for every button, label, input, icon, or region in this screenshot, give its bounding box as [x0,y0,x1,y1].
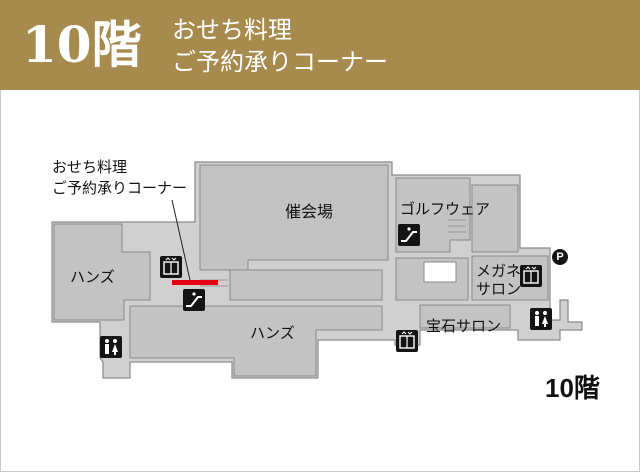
parking-icon: P [552,249,568,265]
osechi-corner-marker [172,280,218,285]
label-hands-left: ハンズ [70,268,115,286]
label-golf-wear: ゴルフウェア [400,200,491,218]
label-megane-line2: サロン [476,280,522,298]
label-houseki-salon: 宝石サロン [426,317,502,335]
label-event-hall: 催会場 [285,202,334,221]
atrium-void [423,261,457,283]
restroom-icon [530,308,552,330]
callout-leader [171,199,191,281]
label-megane-salon: メガネ サロン [476,262,521,298]
room-houseki-salon [419,304,511,329]
header-title-line2: ご予約承りコーナー [172,48,388,76]
header-title-line1: おせち料理 [172,16,292,44]
restroom-icon [100,336,122,358]
elevator-icon [520,265,542,287]
room-hands-bottom [129,305,383,377]
label-hands-bottom: ハンズ [250,324,295,342]
room-central [229,269,383,301]
room-hands-left [53,223,151,321]
floor-plan [51,161,583,379]
callout-line2: ご予約承りコーナー [52,179,188,197]
escalator-icon [183,289,205,311]
header-banner: 10階 おせち料理 ご予約承りコーナー [0,0,640,90]
room-east-block [471,184,519,253]
elevator-icon [396,330,418,352]
floor-indicator: 10階 [545,373,600,403]
osechi-callout: おせち料理 ご予約承りコーナー [52,157,187,199]
elevator-icon [160,256,182,278]
label-megane-line1: メガネ [476,262,522,280]
header-title: おせち料理 ご予約承りコーナー [172,14,388,78]
header-floor-number: 10階 [22,15,142,74]
callout-line1: おせち料理 [52,158,128,176]
escalator-icon [398,224,420,246]
room-event-hall [199,164,389,271]
